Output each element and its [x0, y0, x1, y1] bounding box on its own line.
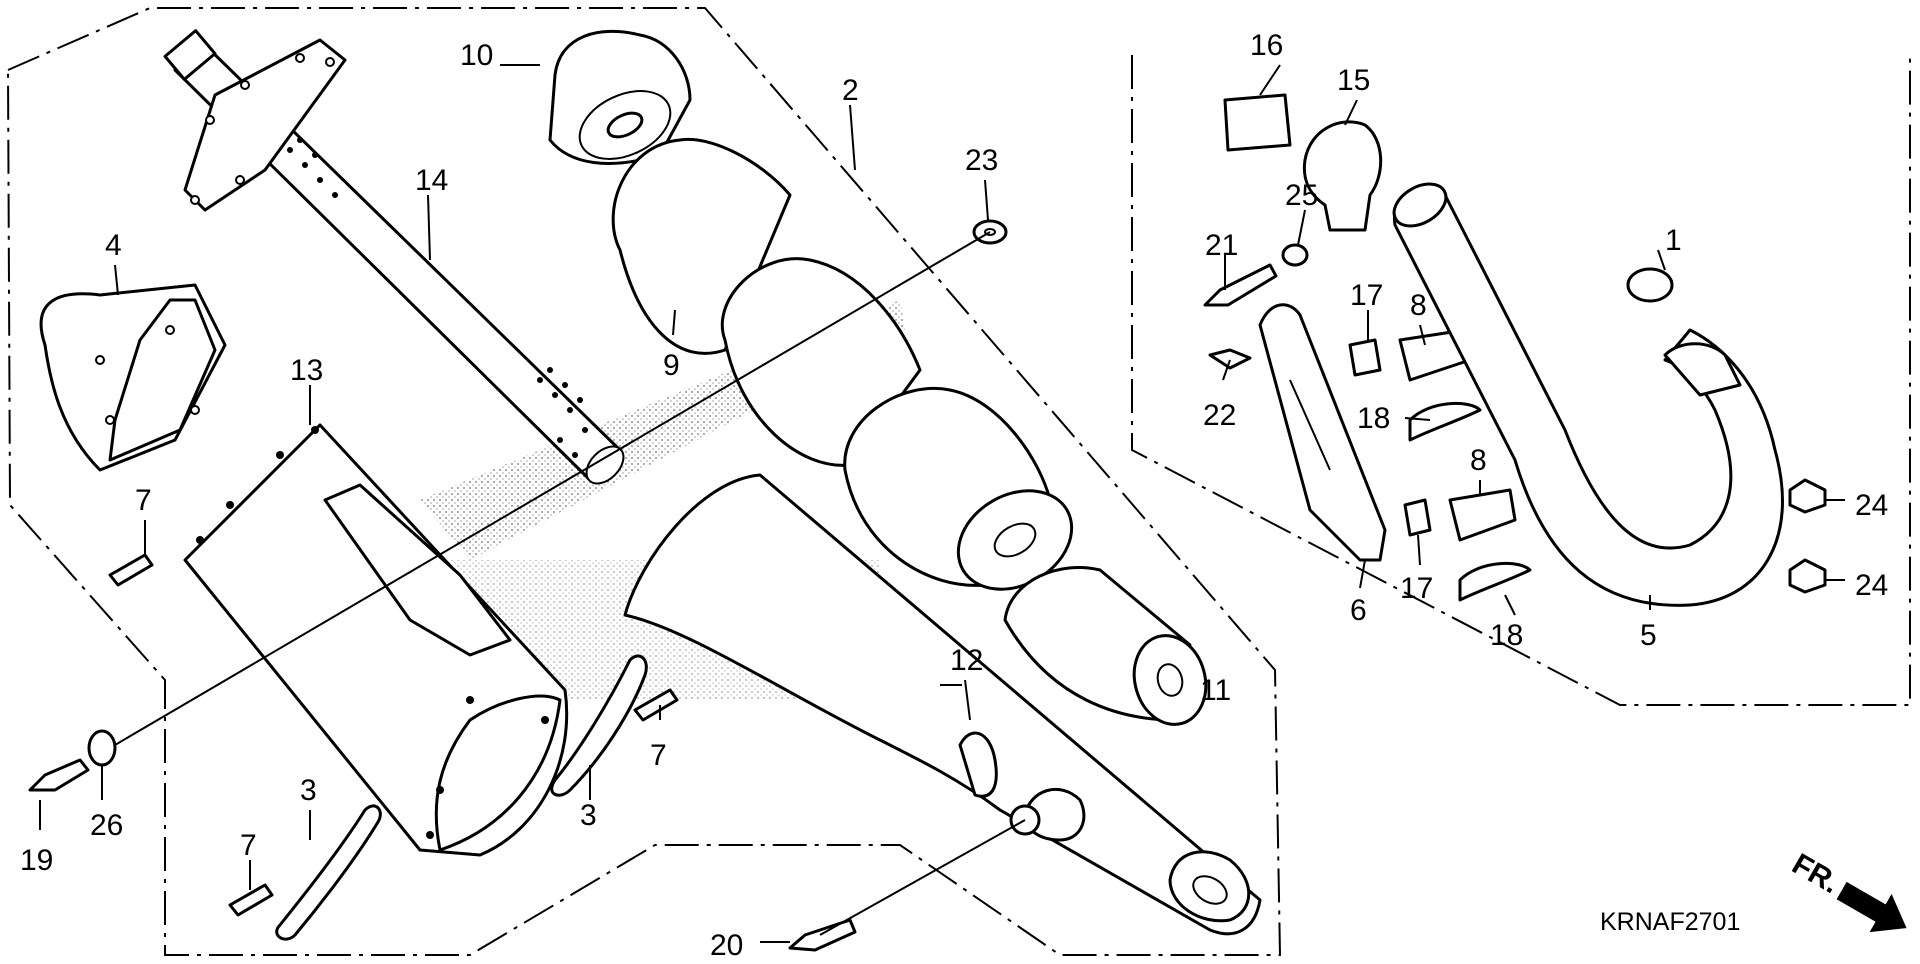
part-label: 22	[1203, 399, 1236, 432]
rivet-bottom	[228, 883, 274, 917]
end-cap	[39, 283, 227, 472]
tailpipe-body	[623, 473, 1262, 936]
bolt-22	[1208, 348, 1252, 370]
stay-upper	[550, 654, 648, 797]
exhaust-pipe-group-outline	[1131, 55, 1911, 706]
part-label: 3	[580, 799, 597, 832]
front-arrow-label: FR.	[1787, 847, 1845, 900]
washer-25	[1281, 243, 1309, 267]
band-18-lower	[1458, 561, 1532, 602]
heat-protector-6	[1258, 303, 1387, 562]
part-label: 3	[300, 774, 317, 807]
part-label: 1	[1665, 224, 1682, 257]
front-direction-arrow: FR.	[1787, 847, 1907, 933]
stay-lower	[275, 804, 382, 941]
part-label: 2	[842, 74, 859, 107]
part-label: 20	[710, 929, 743, 959]
bolt-19	[28, 758, 90, 792]
gasket-1	[1626, 267, 1674, 303]
part-label: 24	[1855, 569, 1888, 602]
part-label: 18	[1490, 619, 1523, 652]
part-label: 26	[90, 809, 123, 842]
bracket-8-lower	[1448, 488, 1517, 542]
part-label: 7	[135, 484, 152, 517]
part-label: 12	[950, 644, 983, 677]
part-label: 4	[105, 229, 122, 262]
part-label: 14	[415, 164, 448, 197]
part-label: 8	[1470, 444, 1487, 477]
part-label: 10	[460, 39, 493, 72]
nut-24-lower	[1788, 558, 1827, 594]
rivet-mid	[633, 688, 679, 722]
part-label: 15	[1337, 64, 1370, 97]
part-label: 21	[1205, 229, 1238, 262]
nut-24-upper	[1788, 478, 1827, 514]
packing-upper	[548, 29, 692, 165]
packing-small	[1003, 565, 1208, 726]
washer-26	[87, 729, 117, 767]
rivet-left	[108, 553, 154, 587]
part-label: 6	[1350, 594, 1367, 627]
packing-outer	[611, 137, 1074, 591]
leader-lines	[39, 64, 1845, 943]
part-label: 7	[240, 829, 257, 862]
part-label: 17	[1350, 279, 1383, 312]
clip-17-upper	[1348, 338, 1382, 377]
part-labels: 1 2 3 3 4 5 6 7 7 7 8 8 9 10 11 12 13 14…	[20, 29, 1888, 962]
clamp-15	[1302, 120, 1383, 232]
band-18-upper	[1408, 401, 1482, 442]
part-label: 13	[290, 354, 323, 387]
bolt-21	[1203, 263, 1278, 307]
part-label: 11	[1200, 674, 1231, 707]
part-label: 9	[663, 349, 680, 382]
exhaust-pipe-5	[1393, 189, 1784, 607]
part-label: 19	[20, 844, 53, 877]
muffler-body	[183, 423, 569, 857]
part-label: 18	[1357, 402, 1390, 435]
part-label: 17	[1400, 572, 1433, 605]
drawing-code: KRNAF2701	[1600, 908, 1740, 936]
bolt-20	[788, 918, 857, 952]
muffler-group-outline	[7, 7, 1282, 956]
sleeve-16	[1223, 93, 1292, 152]
part-label: 16	[1250, 29, 1283, 62]
part-label: 24	[1855, 489, 1888, 522]
clip-17-lower	[1403, 498, 1432, 537]
part-label: 7	[650, 739, 667, 772]
part-label: 5	[1640, 619, 1657, 652]
part-label: 25	[1285, 179, 1318, 212]
part-label: 23	[965, 144, 998, 177]
part-label: 8	[1410, 289, 1427, 322]
